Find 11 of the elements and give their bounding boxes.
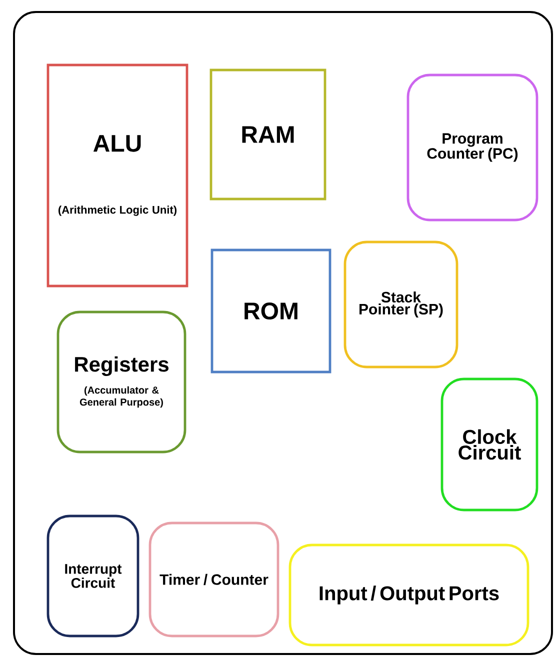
frame	[13, 11, 553, 655]
unit-box: Timer / Counter	[148, 522, 280, 638]
unit-box: ALU (Arithmetic Logic Unit)	[46, 64, 188, 288]
unit-box: ROM	[210, 248, 332, 374]
unit-box: Registers (Accumulator & General Purpose)	[56, 310, 186, 454]
unit-box: RAM	[210, 68, 326, 200]
unit-box: Interrupt Circuit	[46, 514, 140, 638]
unit-box: Clock Circuit	[440, 378, 538, 512]
unit-box: Input / Output Ports	[288, 544, 530, 646]
unit-box: Stack Pointer (SP)	[344, 240, 458, 368]
unit-box: Program Counter (PC)	[406, 74, 538, 222]
